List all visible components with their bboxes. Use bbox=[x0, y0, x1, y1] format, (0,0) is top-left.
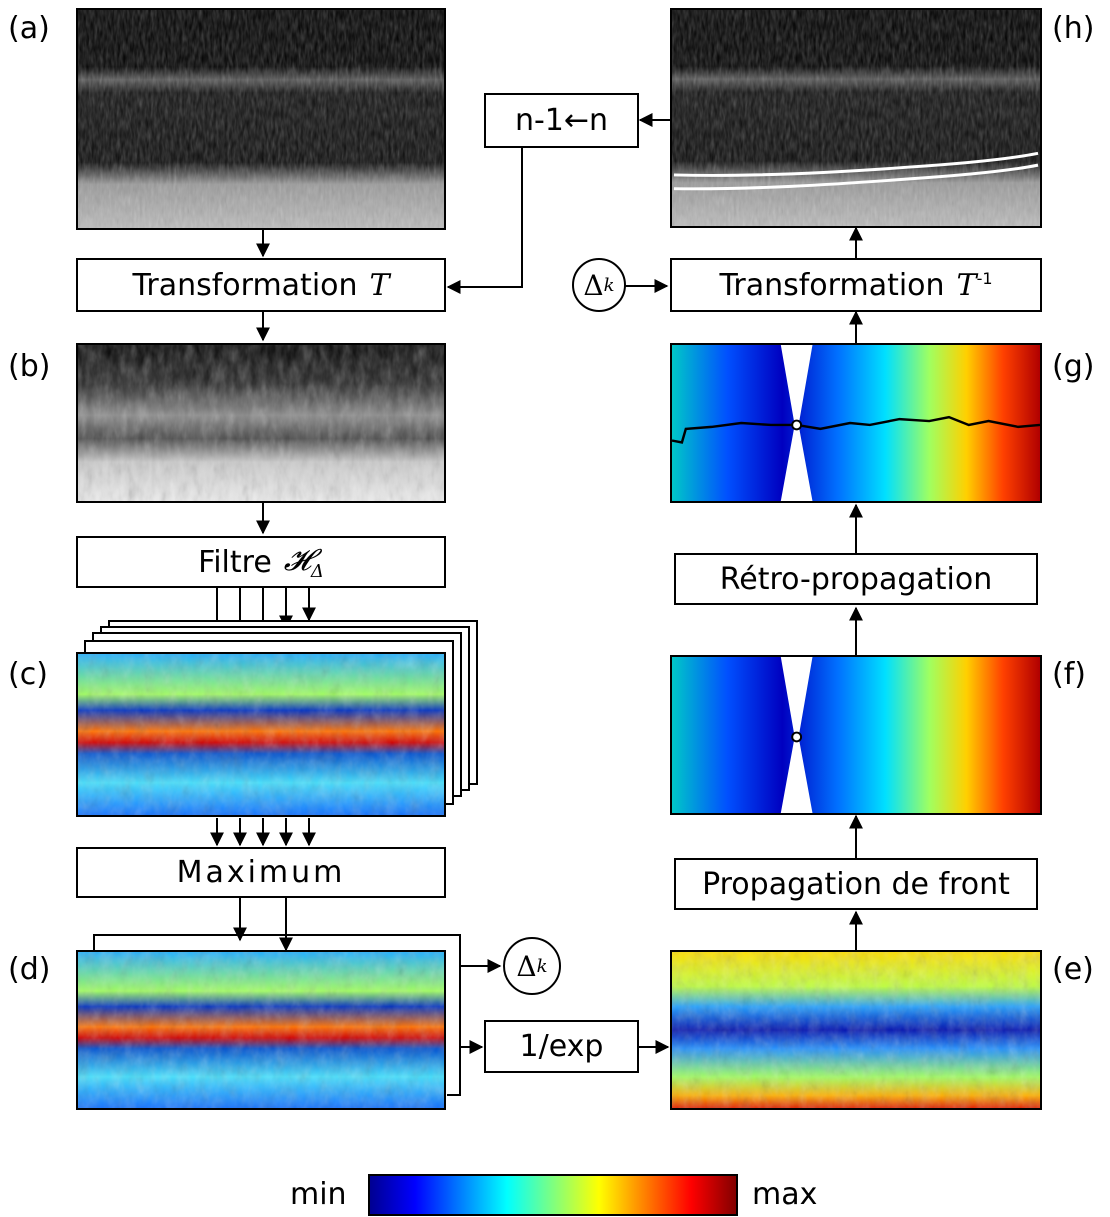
panel-c-filter-response bbox=[76, 652, 446, 817]
panel-f-front-propagation-map bbox=[670, 655, 1042, 815]
panel-h-segmented-image bbox=[670, 8, 1042, 228]
inverse-symbol-letter: T bbox=[956, 267, 977, 303]
filter-symbol: 𝓗Δ bbox=[284, 543, 324, 582]
index-update-box: n-1←n bbox=[484, 93, 639, 148]
panel-label-e: (e) bbox=[1052, 952, 1094, 987]
delta-exponent: k bbox=[536, 955, 548, 977]
transformation-label: Transformation bbox=[132, 267, 358, 303]
inverse-transformation-label: Transformation bbox=[719, 267, 945, 303]
filter-symbol-letter: 𝓗 bbox=[283, 542, 311, 578]
panel-d-maximum-response bbox=[76, 950, 446, 1110]
panel-label-g: (g) bbox=[1052, 349, 1095, 384]
panel-e-cost-map bbox=[670, 950, 1042, 1110]
backpropagation-box: Rétro-propagation bbox=[674, 553, 1038, 605]
maximum-box: Maximum bbox=[76, 847, 446, 898]
panel-label-c: (c) bbox=[8, 657, 48, 692]
delta-symbol: Δ bbox=[516, 949, 537, 983]
panel-b-transformed-image bbox=[76, 343, 446, 503]
delta-symbol: Δ bbox=[583, 268, 604, 302]
inverse-transformation-symbol: T-1 bbox=[957, 268, 993, 303]
panel-label-b: (b) bbox=[8, 349, 51, 384]
transformation-box: Transformation T bbox=[76, 258, 446, 312]
colorbar bbox=[368, 1174, 738, 1216]
inverse-transformation-box: Transformation T-1 bbox=[670, 258, 1042, 312]
filter-symbol-subscript: Δ bbox=[310, 560, 324, 582]
panel-g-backpropagation-map bbox=[670, 343, 1042, 503]
panel-a-ultrasound-image bbox=[76, 8, 446, 230]
delta-exponent: k bbox=[603, 274, 615, 296]
colorbar-min-label: min bbox=[290, 1177, 347, 1212]
front-propagation-box: Propagation de front bbox=[674, 858, 1038, 910]
inverse-exp-box: 1/exp bbox=[484, 1020, 639, 1073]
inverse-symbol-exponent: -1 bbox=[976, 268, 993, 288]
panel-label-d: (d) bbox=[8, 952, 51, 987]
panel-label-h: (h) bbox=[1052, 11, 1095, 46]
filter-label: Filtre bbox=[198, 544, 272, 580]
colorbar-max-label: max bbox=[752, 1177, 818, 1212]
panel-label-f: (f) bbox=[1052, 657, 1086, 692]
panel-label-a: (a) bbox=[8, 11, 50, 46]
filter-box: Filtre 𝓗Δ bbox=[76, 536, 446, 588]
transformation-symbol: T bbox=[369, 267, 390, 303]
